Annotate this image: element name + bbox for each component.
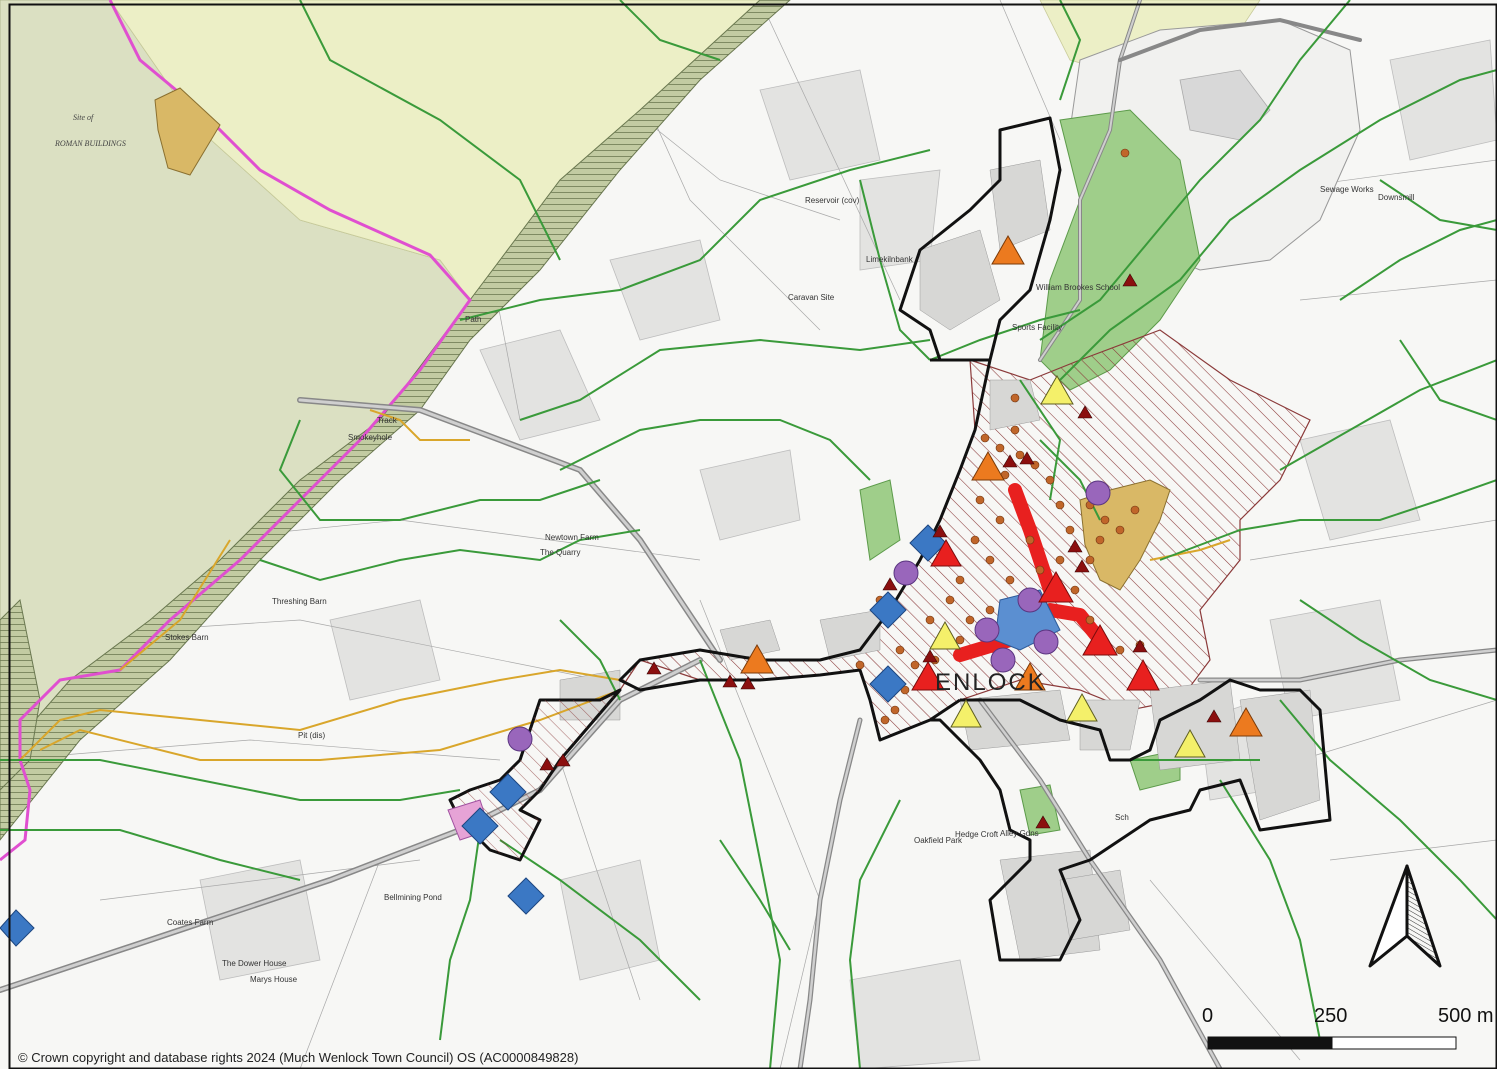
town-label: ENLOCK <box>935 669 1046 696</box>
label-marys-house: Marys House <box>250 975 298 984</box>
settlement-boundary-east <box>930 678 1332 962</box>
settlement-boundary <box>618 116 1062 742</box>
label-roman-site-2: ROMAN BUILDINGS <box>54 139 126 148</box>
label-downsmill: Downsmill <box>1378 193 1415 202</box>
settlement-boundary-west-hatch <box>450 690 620 860</box>
copyright-notice: © Crown copyright and database rights 20… <box>18 1050 578 1065</box>
escarpment-hatched-band <box>0 0 791 841</box>
label-pit-dis: Pit (dis) <box>298 731 325 740</box>
red-triangle-markers <box>911 538 1160 691</box>
label-bellmining-pond: Bellmining Pond <box>384 893 442 902</box>
label-threshing-barn: Threshing Barn <box>272 597 327 606</box>
label-track: Track <box>377 416 398 425</box>
label-sewage-works: Sewage Works <box>1320 185 1374 194</box>
scale-label-500: 500 m <box>1438 1005 1494 1027</box>
scale-label-250: 250 <box>1314 1005 1347 1027</box>
label-sports-facility: Sports Facility <box>1012 323 1062 332</box>
scale-label-0: 0 <box>1202 1005 1213 1027</box>
scale-bar: 0 250 500 m <box>1202 1005 1494 1050</box>
label-stokes-barn: Stokes Barn <box>165 633 209 642</box>
label-path: Path <box>465 315 481 324</box>
label-newtown-farm: Newtown Farm <box>545 533 599 542</box>
yellow-triangle-markers <box>929 374 1206 758</box>
field-parcels <box>199 39 1497 1069</box>
label-sch: Sch <box>1115 813 1129 822</box>
green-spaces <box>859 109 1201 836</box>
label-william-brookes: William Brookes School <box>1036 283 1120 292</box>
place-labels: Site of ROMAN BUILDINGS Smokeyhole Newto… <box>54 113 1415 984</box>
roman-buildings-site <box>154 87 221 176</box>
label-alley-gdns: Alley Gdns <box>1000 829 1039 838</box>
label-reservoir: Reservoir (cov) <box>805 196 860 205</box>
darkred-triangle-markers <box>539 273 1222 829</box>
north-arrow-icon <box>1368 864 1442 968</box>
label-coates-farm: Coates Farm <box>167 918 214 927</box>
label-smokeyhole: Smokeyhole <box>348 433 393 442</box>
label-caravan-site: Caravan Site <box>788 293 835 302</box>
label-the-quarry: The Quarry <box>540 548 580 557</box>
orange-triangle-markers <box>740 234 1263 737</box>
label-limekilnbank: Limekilnbank <box>866 255 914 264</box>
label-roman-site-1: Site of <box>73 113 95 122</box>
label-dower-house: The Dower House <box>222 959 287 968</box>
label-hedge-croft: Hedge Croft <box>955 830 999 839</box>
listed-building-dots <box>855 148 1145 725</box>
purple-circle-markers <box>507 480 1111 752</box>
label-oakfield-park: Oakfield Park <box>914 836 963 845</box>
